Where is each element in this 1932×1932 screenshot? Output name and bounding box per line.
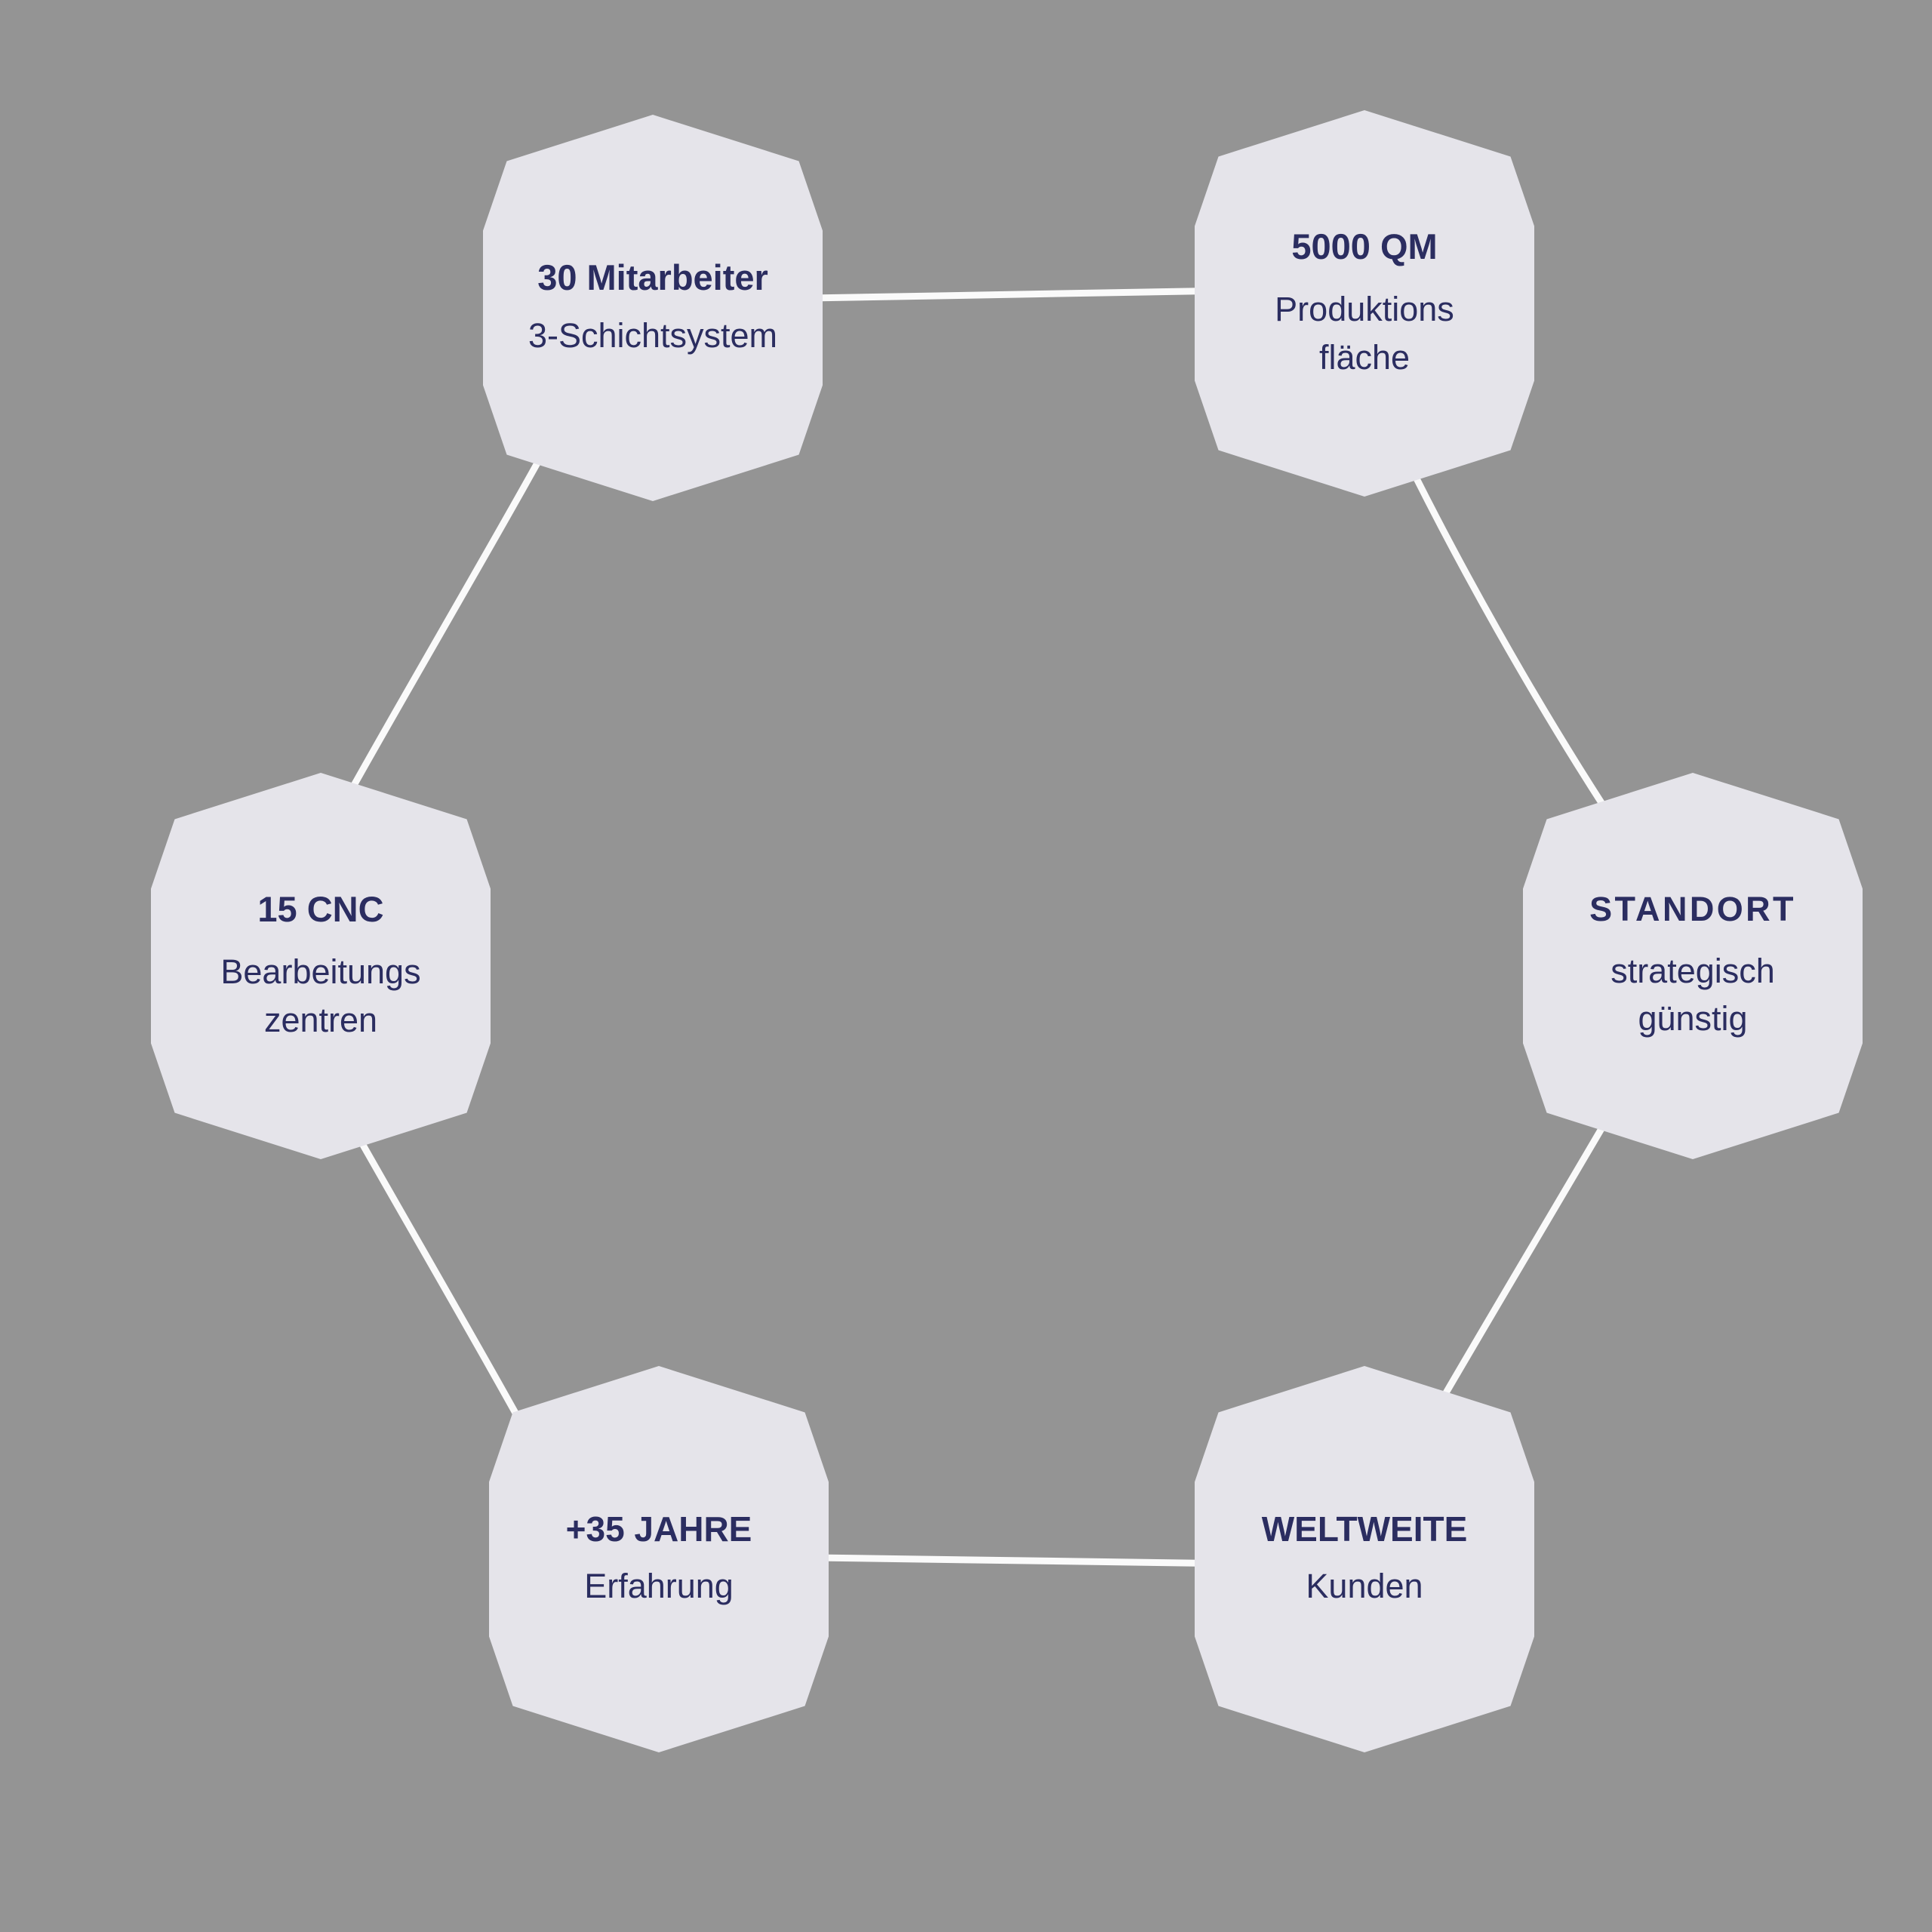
hex-title-cnc: 15 CNC: [257, 889, 384, 930]
hex-node-mitarbeiter[interactable]: 30 Mitarbeiter 3-Schichtsystem: [483, 115, 823, 501]
hex-subtitle-weltweite: Kunden: [1306, 1567, 1423, 1606]
hex-node-standort[interactable]: STANDORT strategisch günstig: [1523, 773, 1863, 1159]
hex-content-mitarbeiter: 30 Mitarbeiter 3-Schichtsystem: [483, 256, 823, 359]
hex-subtitle-standort-line1: strategisch: [1611, 951, 1775, 990]
hex-subtitle-produktion-line2: fläche: [1318, 337, 1411, 377]
hex-node-jahre[interactable]: +35 JAHRE Erfahrung: [489, 1366, 829, 1752]
hex-subtitle-cnc-line1: Bearbeitungs: [220, 952, 421, 991]
hex-content-produktion: 5000 QM Produktions fläche: [1195, 225, 1534, 381]
hex-subtitle-jahre: Erfahrung: [584, 1567, 734, 1606]
hex-content-cnc: 15 CNC Bearbeitungs zentren: [151, 888, 491, 1044]
hex-title-mitarbeiter: 30 Mitarbeiter: [537, 257, 768, 298]
hex-subtitle-mitarbeiter: 3-Schichtsystem: [528, 315, 778, 355]
hex-title-weltweite: WELTWEITE: [1261, 1509, 1468, 1549]
hex-title-produktion: 5000 QM: [1291, 226, 1438, 267]
hex-title-standort: STANDORT: [1589, 889, 1796, 928]
hex-content-standort: STANDORT strategisch günstig: [1523, 889, 1863, 1044]
hex-subtitle-produktion-line1: Produktions: [1275, 289, 1454, 328]
hex-subtitle-standort-line2: günstig: [1638, 999, 1748, 1038]
hex-node-cnc[interactable]: 15 CNC Bearbeitungs zentren: [151, 773, 491, 1159]
hex-node-produktion[interactable]: 5000 QM Produktions fläche: [1195, 110, 1534, 497]
hex-title-jahre: +35 JAHRE: [565, 1509, 752, 1549]
hex-content-weltweite: WELTWEITE Kunden: [1195, 1508, 1534, 1611]
hex-content-jahre: +35 JAHRE Erfahrung: [489, 1508, 829, 1611]
hex-node-weltweite[interactable]: WELTWEITE Kunden: [1195, 1366, 1534, 1752]
hex-subtitle-cnc-line2: zentren: [263, 1000, 378, 1039]
